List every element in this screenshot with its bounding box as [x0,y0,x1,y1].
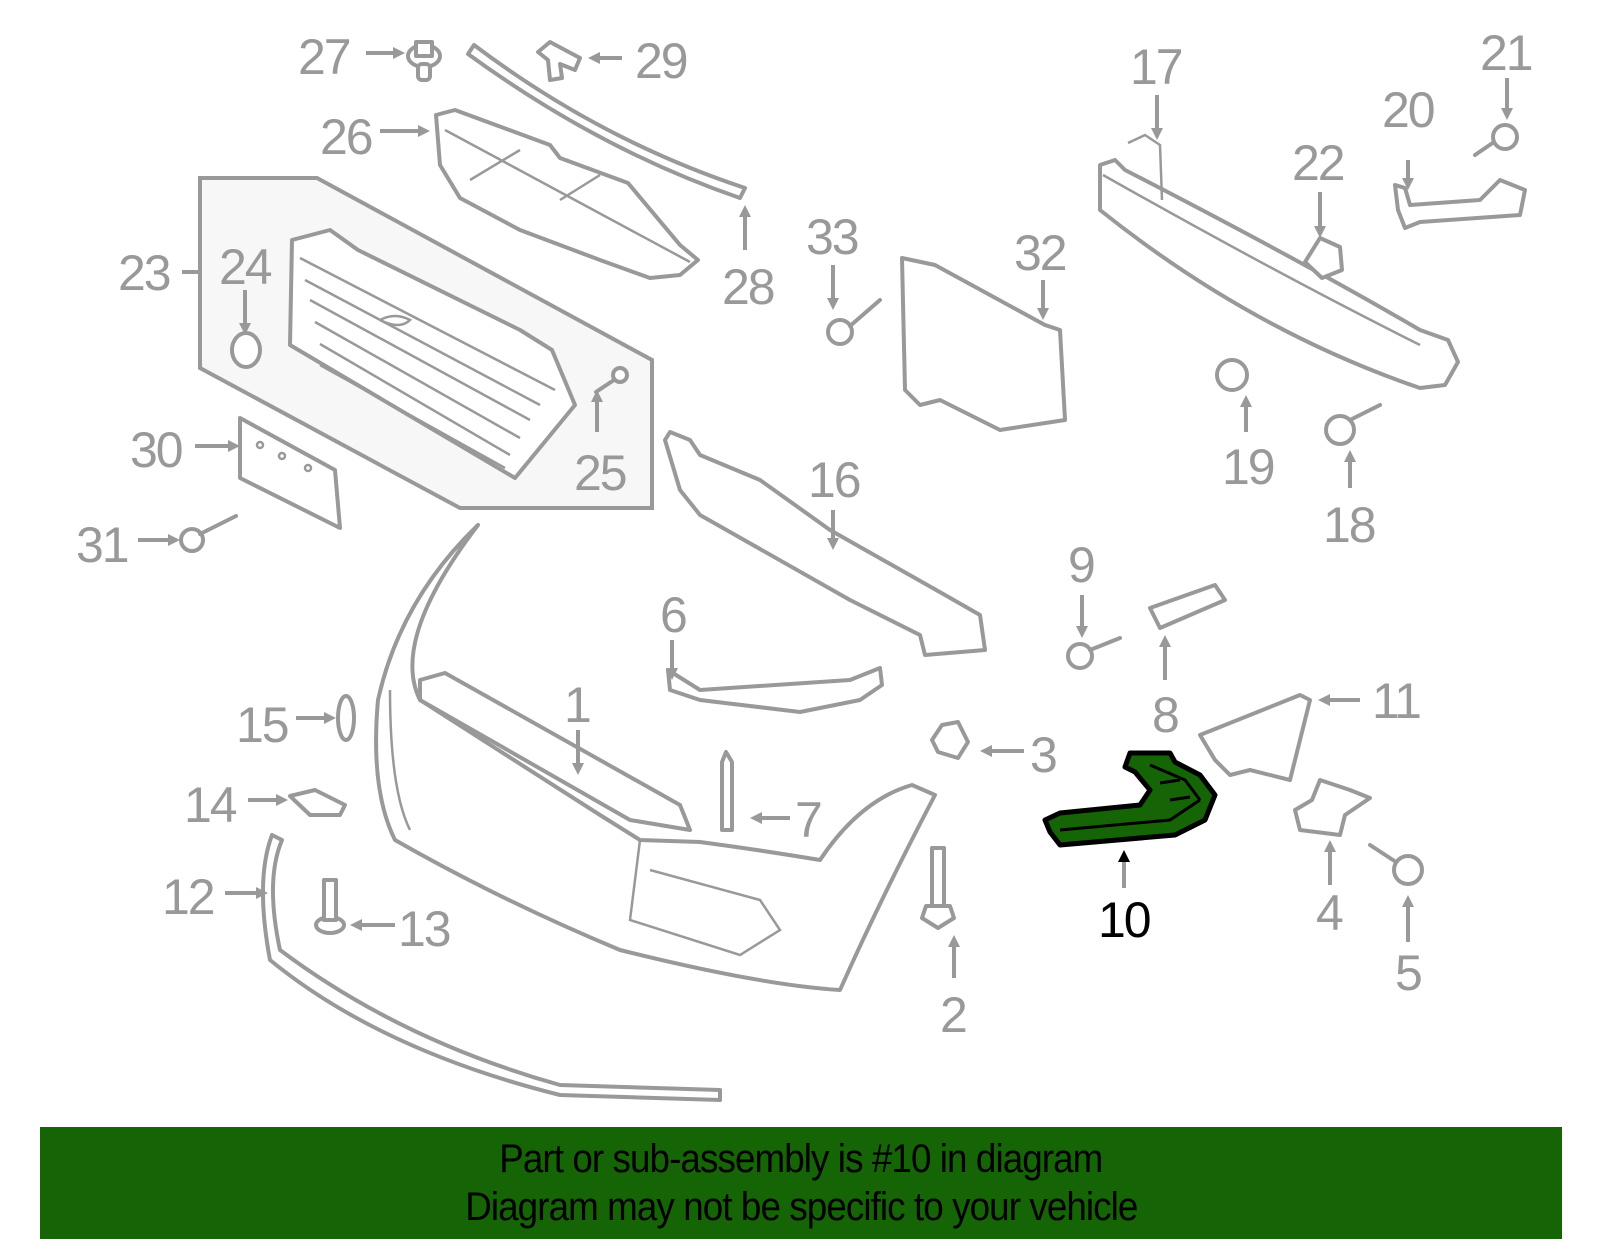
callout-29[interactable]: 29 [635,33,689,89]
callout-19[interactable]: 19 [1222,439,1276,495]
callout-28[interactable]: 28 [722,259,776,315]
callout-7[interactable]: 7 [795,792,823,848]
screw-13-part [314,878,346,935]
callout-21[interactable]: 21 [1480,25,1534,81]
callout-arrows [138,47,1513,978]
callout-3[interactable]: 3 [1030,727,1058,783]
callout-10-selected[interactable]: 10 [1098,892,1152,948]
bolt-2-part [920,846,956,930]
lower-lip-part [261,833,722,1102]
callout-2[interactable]: 2 [940,987,968,1043]
callout-25[interactable]: 25 [574,445,628,501]
callout-12[interactable]: 12 [162,869,216,925]
bolt-18-part [1324,403,1382,446]
callout-9[interactable]: 9 [1068,537,1096,593]
callout-11[interactable]: 11 [1372,673,1422,729]
clip-15-part [336,694,356,742]
callout-13[interactable]: 13 [398,901,452,957]
callout-18[interactable]: 18 [1323,497,1377,553]
radiator-grille-part [288,228,577,480]
upper-absorber-part [663,430,987,657]
callout-33[interactable]: 33 [806,209,860,265]
bolt-5-part [1368,843,1424,886]
callout-8[interactable]: 8 [1152,687,1180,743]
callout-1[interactable]: 1 [564,677,592,733]
license-plate-bracket-part [238,416,342,530]
callout-27[interactable]: 27 [298,29,352,85]
pin-7-part [720,750,734,832]
bolt-9-part [1066,636,1122,670]
callout-20[interactable]: 20 [1382,82,1436,138]
molding-strip-part [466,43,747,200]
callout-31[interactable]: 31 [76,517,130,573]
bracket-4-part [1293,778,1372,837]
part-info-banner: Part or sub-assembly is #10 in diagram D… [40,1127,1562,1239]
selected-part-10-shape [1042,750,1218,848]
callout-14[interactable]: 14 [184,777,238,833]
bracket-20-part [1393,178,1527,230]
clip-3-part [930,720,970,760]
bracket-32-part [900,256,1067,432]
callout-5[interactable]: 5 [1395,945,1423,1001]
callout-16[interactable]: 16 [808,452,862,508]
bracket-29-part [536,40,582,82]
banner-part-line: Part or sub-assembly is #10 in diagram [499,1137,1103,1181]
label-8-part [1148,583,1227,630]
part-22 [1303,236,1344,280]
callout-4[interactable]: 4 [1316,885,1344,941]
callout-26[interactable]: 26 [320,109,374,165]
push-clip-part [406,40,442,82]
clip-14-part [288,788,347,817]
bumper-cover-part [374,523,937,992]
bracket-6-part [666,666,884,714]
emblem-part [230,331,262,369]
screw-31-part [179,514,238,553]
nut-19-part [1215,358,1249,392]
callout-17[interactable]: 17 [1130,39,1184,95]
banner-disclaimer-line: Diagram may not be specific to your vehi… [464,1185,1138,1229]
callout-30[interactable]: 30 [130,422,184,478]
callout-22[interactable]: 22 [1292,135,1346,191]
bolt-21-part [1473,123,1519,157]
callout-15[interactable]: 15 [236,697,290,753]
bolt-33-part [826,298,882,346]
bumper-reinforcement-part [1098,158,1460,390]
callout-32[interactable]: 32 [1014,225,1068,281]
callout-6[interactable]: 6 [660,587,688,643]
bracket-11-part [1198,693,1312,782]
callout-23[interactable]: 23 [118,245,172,301]
callout-24[interactable]: 24 [219,239,273,295]
grille-cover-part [434,108,700,280]
